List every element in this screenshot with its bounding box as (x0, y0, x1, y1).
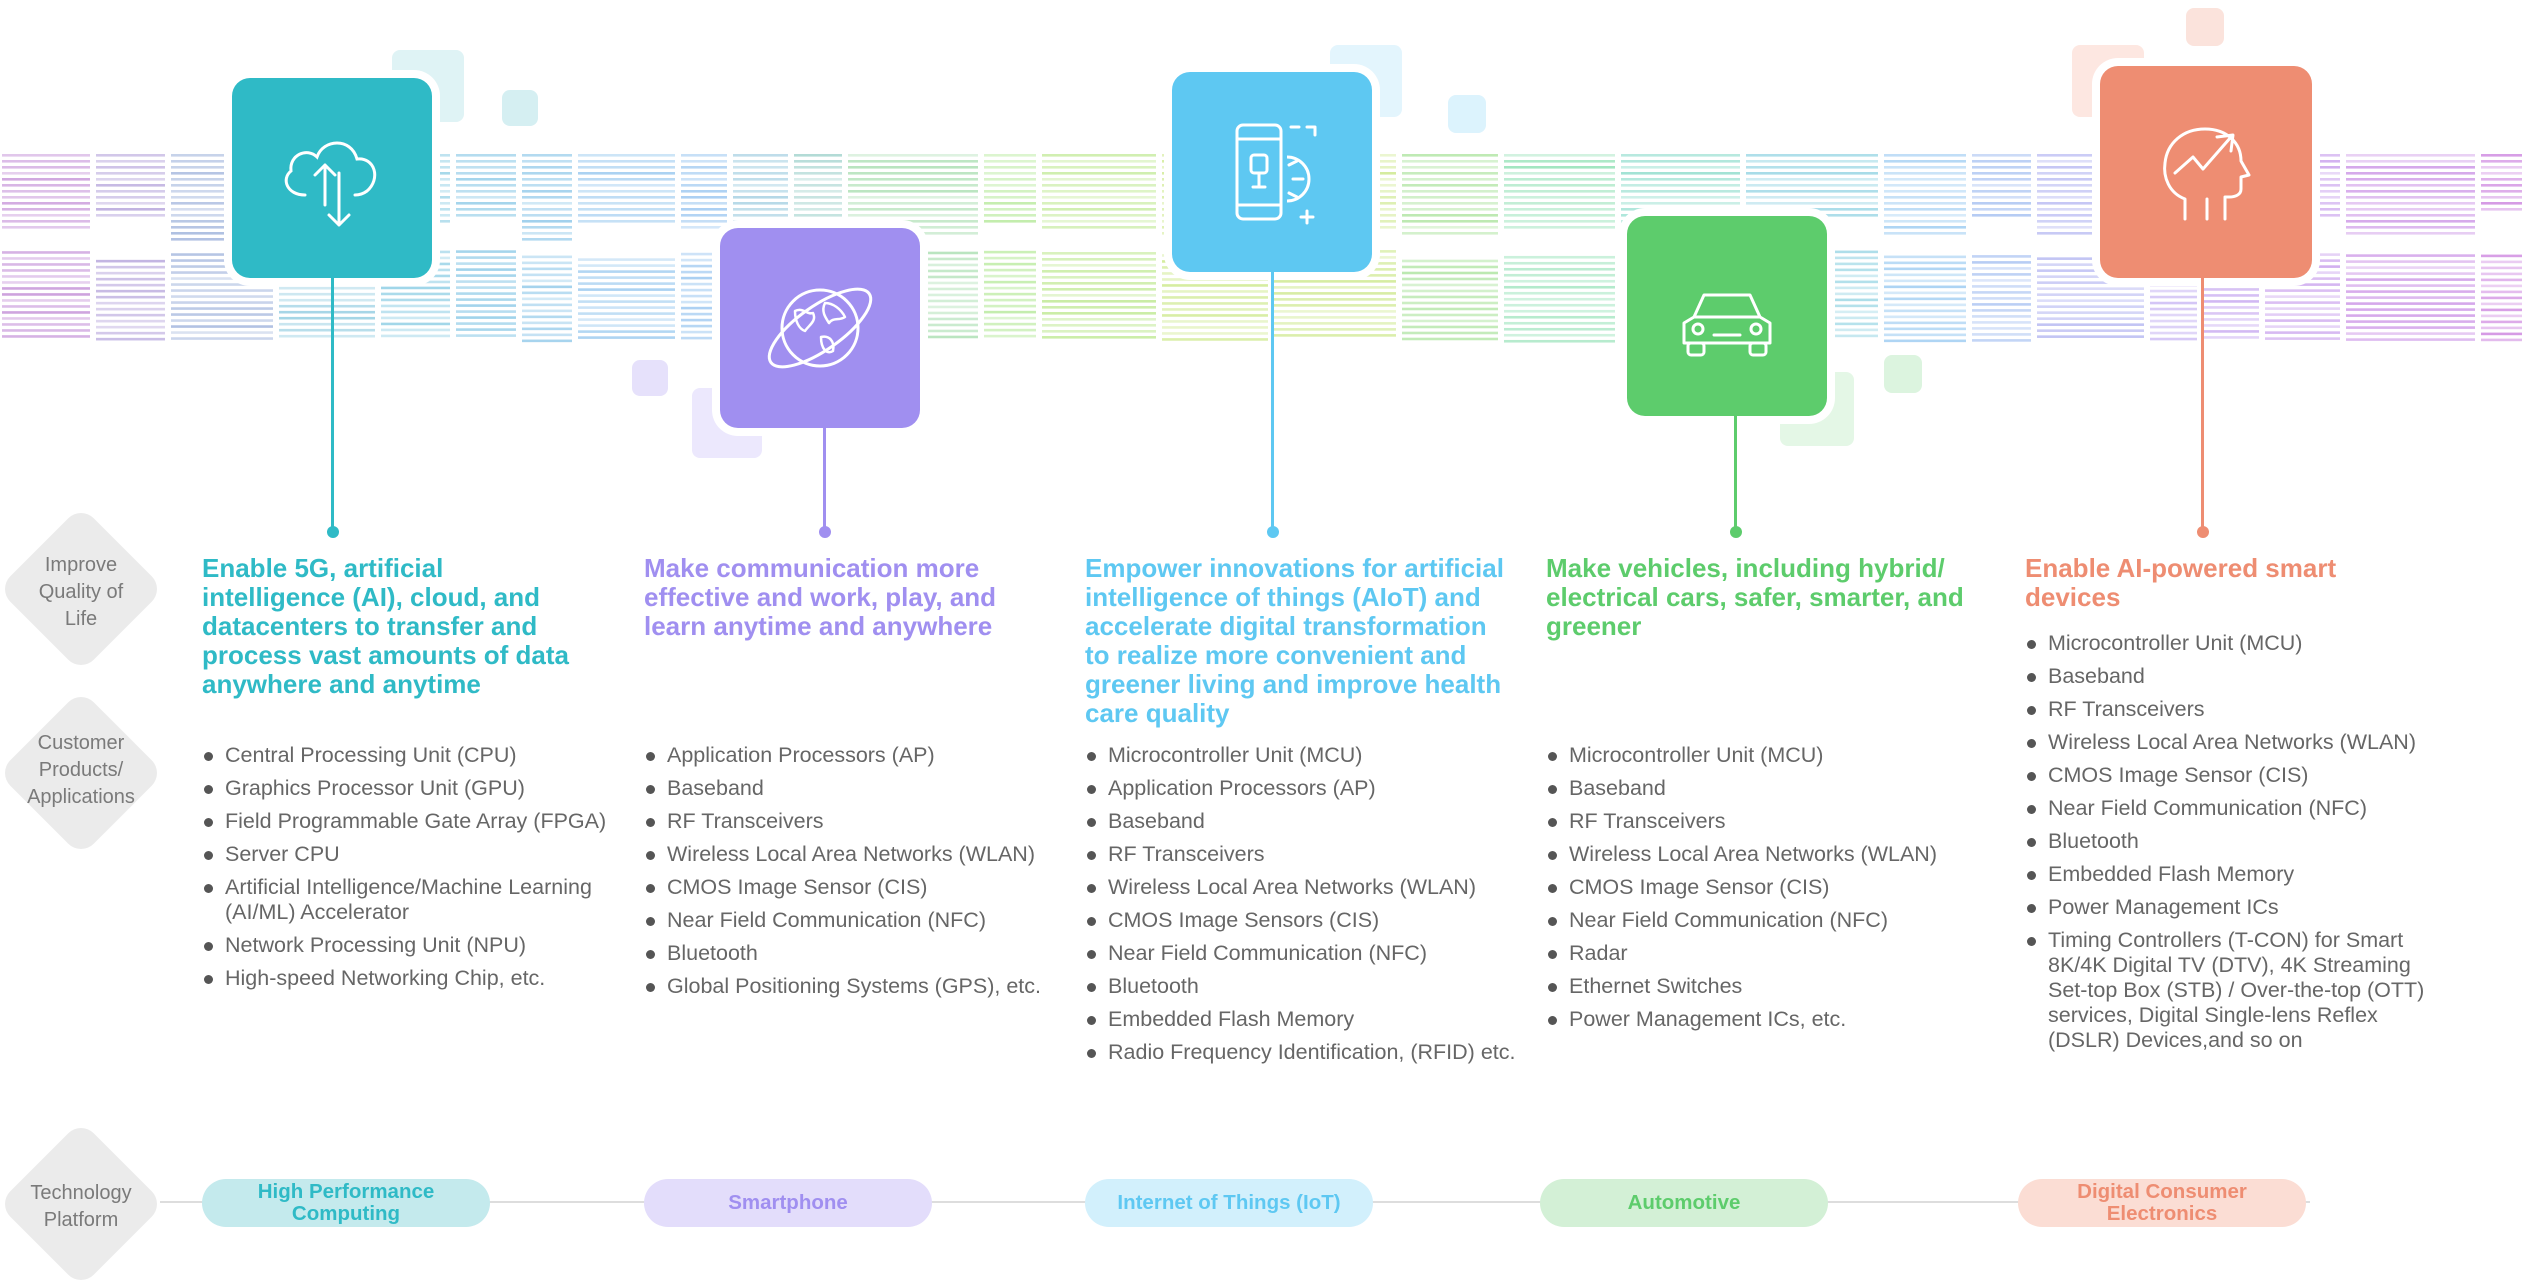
smartphone-icon-card (720, 228, 920, 428)
globe-orbit-icon (767, 287, 873, 369)
car-icon (1682, 293, 1772, 357)
decor-square (1448, 95, 1486, 133)
product-item: Baseband (1085, 809, 1525, 834)
product-item: Radio Frequency Identification, (RFID) e… (1085, 1040, 1525, 1065)
decor-square (2186, 8, 2224, 46)
decor-square (1884, 355, 1922, 393)
smartphone-connector-dot (819, 526, 831, 538)
platform-pill-automotive[interactable]: Automotive (1540, 1179, 1828, 1227)
decor-square (632, 360, 668, 396)
product-item: CMOS Image Sensor (CIS) (1546, 875, 1986, 900)
product-item: Baseband (644, 776, 1064, 801)
hpc-headline: Enable 5G, artificial intelligence (AI),… (202, 553, 569, 699)
product-item: Central Processing Unit (CPU) (202, 743, 622, 768)
product-item: Baseband (1546, 776, 1986, 801)
iot-headline: Empower innovations for artificial intel… (1085, 553, 1504, 728)
product-item: CMOS Image Sensor (CIS) (2025, 763, 2435, 788)
automotive-products-list: Microcontroller Unit (MCU) Baseband RF Tra… (1546, 743, 1986, 1040)
product-item: High-speed Networking Chip, etc. (202, 966, 622, 991)
product-item: Bluetooth (644, 941, 1064, 966)
product-item: Bluetooth (1085, 974, 1525, 999)
product-item: Wireless Local Area Networks (WLAN) (1546, 842, 1986, 867)
product-item: Microcontroller Unit (MCU) (1085, 743, 1525, 768)
product-item: Server CPU (202, 842, 622, 867)
ai-head-growth-icon (2163, 127, 2251, 221)
smartphone-connector (823, 428, 826, 528)
product-item: RF Transceivers (2025, 697, 2435, 722)
product-item: Bluetooth (2025, 829, 2435, 854)
dce-headline: Enable AI-powered smart devices (2025, 553, 2337, 612)
automotive-connector (1734, 416, 1737, 528)
product-item: Near Field Communication (NFC) (2025, 796, 2435, 821)
product-item: Wireless Local Area Networks (WLAN) (1085, 875, 1525, 900)
product-item: Application Processors (AP) (644, 743, 1064, 768)
platform-pill-iot[interactable]: Internet of Things (IoT) (1085, 1179, 1373, 1227)
cloud-upload-download-icon (284, 141, 377, 227)
product-item: Graphics Processor Unit (GPU) (202, 776, 622, 801)
decor-square (502, 90, 538, 126)
dce-connector-dot (2197, 526, 2209, 538)
iot-connector-dot (1267, 526, 1279, 538)
automotive-icon-card (1627, 216, 1827, 416)
platform-pill-smartphone[interactable]: Smartphone (644, 1179, 932, 1227)
product-item: CMOS Image Sensors (CIS) (1085, 908, 1525, 933)
hpc-icon-card (232, 78, 432, 278)
product-item: RF Transceivers (644, 809, 1064, 834)
product-item: Field Programmable Gate Array (FPGA) (202, 809, 622, 834)
product-item: Baseband (2025, 664, 2435, 689)
product-item: Near Field Communication (NFC) (644, 908, 1064, 933)
automotive-connector-dot (1730, 526, 1742, 538)
product-item: Wireless Local Area Networks (WLAN) (2025, 730, 2435, 755)
product-item: Timing Controllers (T-CON) for Smart 8K/… (2025, 928, 2435, 1053)
iot-icon-card (1172, 72, 1372, 272)
product-item: Radar (1546, 941, 1986, 966)
product-item: Ethernet Switches (1546, 974, 1986, 999)
product-item: RF Transceivers (1546, 809, 1986, 834)
product-item: Application Processors (AP) (1085, 776, 1525, 801)
quality-row-label: Improve Quality of Life (38, 554, 124, 630)
product-item: Power Management ICs, etc. (1546, 1007, 1986, 1032)
smartphone-products-list: Application Processors (AP) Baseband RF Tr… (644, 743, 1064, 1007)
product-item: Embedded Flash Memory (1085, 1007, 1525, 1032)
product-item: Microcontroller Unit (MCU) (1546, 743, 1986, 768)
product-item: Network Processing Unit (NPU) (202, 933, 622, 958)
product-item: CMOS Image Sensor (CIS) (644, 875, 1064, 900)
dce-products-list: Microcontroller Unit (MCU) Baseband RF Tra… (2025, 631, 2435, 1061)
platform-pill-dce[interactable]: Digital Consumer Electronics (2018, 1179, 2306, 1227)
hpc-connector (331, 278, 334, 528)
product-item: Near Field Communication (NFC) (1085, 941, 1525, 966)
products-row-label: Customer Products/ Applications (27, 732, 135, 808)
dce-connector (2201, 278, 2204, 528)
iot-products-list: Microcontroller Unit (MCU) Application Pr… (1085, 743, 1525, 1073)
dce-icon-card (2100, 66, 2312, 278)
hpc-products-list: Central Processing Unit (CPU) Graphics Pr… (202, 743, 622, 999)
product-item: Artificial Intelligence/Machine Learning… (202, 875, 622, 925)
automotive-headline: Make vehicles, including hybrid/ electri… (1546, 553, 1964, 641)
product-item: Power Management ICs (2025, 895, 2435, 920)
smart-device-gear-icon (1235, 123, 1317, 225)
platform-row-label: Technology Platform (30, 1182, 132, 1231)
chip-pattern-background (2, 154, 2522, 343)
platform-pill-hpc[interactable]: High Performance Computing (202, 1179, 490, 1227)
product-item: Global Positioning Systems (GPS), etc. (644, 974, 1064, 999)
product-item: RF Transceivers (1085, 842, 1525, 867)
iot-connector (1271, 272, 1274, 528)
product-item: Embedded Flash Memory (2025, 862, 2435, 887)
hpc-connector-dot (327, 526, 339, 538)
product-item: Near Field Communication (NFC) (1546, 908, 1986, 933)
product-item: Wireless Local Area Networks (WLAN) (644, 842, 1064, 867)
product-item: Microcontroller Unit (MCU) (2025, 631, 2435, 656)
smartphone-headline: Make communication more effective and wo… (644, 553, 997, 641)
